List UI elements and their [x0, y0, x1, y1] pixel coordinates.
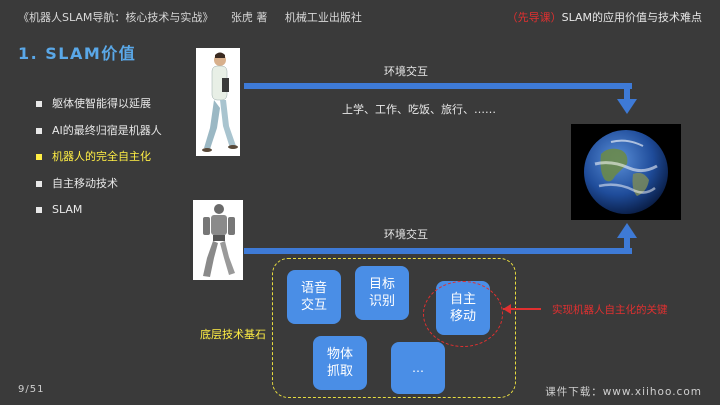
bullet-text: SLAM [52, 203, 83, 216]
tile-line: 物体 [326, 347, 353, 362]
tile-line: 识别 [368, 294, 395, 309]
arrow-up-icon [617, 223, 637, 238]
tile-object-grasping: 物体 抓取 [313, 336, 367, 390]
walking-person-icon [202, 52, 238, 152]
tile-target-recognition: 目标 识别 [355, 266, 409, 320]
bottom-flow-arrow-stem [624, 236, 630, 254]
course-tag: （先导课） [506, 11, 562, 24]
arrow-left-icon [503, 304, 511, 314]
env-interaction-label-bottom: 环境交互 [384, 228, 428, 241]
bullet-square-icon [36, 207, 42, 213]
bullet-square-icon [36, 127, 42, 134]
top-flow-arrow-bar [244, 83, 632, 89]
bullet-square-icon [36, 154, 42, 160]
bullet-item: 自主移动技术 [36, 177, 162, 204]
page-number: 9/51 [18, 384, 45, 395]
bullet-item: SLAM [36, 203, 162, 230]
earth-globe-icon [584, 130, 668, 214]
book-author: 张虎 著 [230, 11, 268, 24]
bullet-text: 机器人的完全自主化 [52, 150, 151, 163]
top-flow-arrow-stem [624, 83, 630, 101]
bullet-text: 自主移动技术 [52, 176, 118, 190]
earth-image [571, 124, 681, 220]
slide-title: 1. SLAM价值 [18, 44, 137, 63]
courseware-download-link[interactable]: 课件下载：www.xiihoo.com [545, 386, 702, 398]
highlight-circle [423, 281, 503, 347]
bullet-square-icon [36, 180, 42, 187]
bullet-item: AI的最终归宿是机器人 [36, 124, 162, 151]
book-publisher: 机械工业出版社 [284, 11, 362, 24]
technology-base-container [272, 258, 516, 398]
tile-voice-interaction: 语音 交互 [287, 270, 341, 324]
humanoid-robot-image [193, 200, 243, 280]
env-interaction-label-top: 环境交互 [384, 65, 428, 78]
activities-label: 上学、工作、吃饭、旅行、…… [342, 103, 496, 116]
key-label: 实现机器人自主化的关键 [552, 304, 668, 316]
course-title: SLAM的应用价值与技术难点 [561, 11, 702, 24]
header-book-info: 《机器人SLAM导航：核心技术与实战》 张虎 著 机械工业出版社 [18, 9, 376, 25]
key-pointer-line [503, 308, 541, 310]
bullet-item: 躯体使智能得以延展 [36, 97, 162, 124]
arrow-down-icon [617, 99, 637, 114]
bullet-text: AI的最终归宿是机器人 [52, 123, 162, 137]
technology-base-label: 底层技术基石 [200, 328, 266, 341]
bullet-square-icon [36, 101, 42, 107]
tile-line: 抓取 [326, 364, 353, 379]
book-title: 《机器人SLAM导航：核心技术与实战》 [18, 11, 214, 24]
walking-person-image [196, 48, 240, 156]
bullet-text: 躯体使智能得以延展 [52, 97, 151, 110]
tile-more: … [391, 342, 445, 394]
bullet-item-highlighted: 机器人的完全自主化 [36, 150, 162, 177]
bottom-flow-arrow-bar [244, 248, 632, 254]
header-course-info: （先导课）SLAM的应用价值与技术难点 [507, 9, 702, 25]
tile-line: 交互 [300, 298, 327, 313]
humanoid-robot-icon [203, 204, 235, 277]
bullet-list: 躯体使智能得以延展 AI的最终归宿是机器人 机器人的完全自主化 自主移动技术 S… [36, 97, 162, 230]
tile-line: … [412, 360, 424, 375]
tile-line: 语音 [300, 281, 327, 296]
tile-line: 目标 [368, 277, 395, 292]
